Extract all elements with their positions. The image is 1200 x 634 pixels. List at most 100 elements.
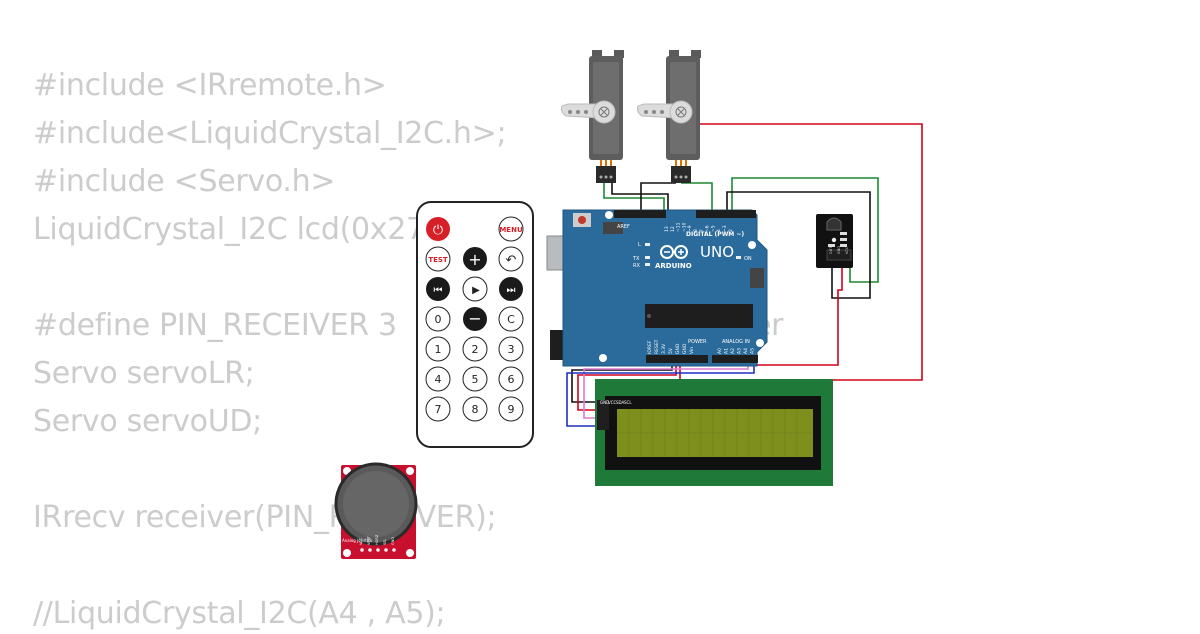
plus-icon: +	[468, 250, 481, 269]
arduino-brand: ARDUINO	[655, 262, 692, 270]
joystick-pin-label: VERT	[367, 535, 371, 545]
lcd-1602-i2c-display[interactable]	[595, 379, 833, 486]
digital-pins-label: DIGITAL (PWM ~)	[686, 231, 744, 238]
digit-8-button[interactable]: 8	[462, 396, 488, 422]
reset-button[interactable]	[578, 216, 586, 224]
l-led-label: L	[638, 242, 641, 248]
menu-button[interactable]: MENU	[498, 216, 524, 242]
digital-pin-label: 13	[664, 226, 670, 232]
code-line: #include <IRremote.h>	[33, 68, 387, 103]
menu-label: MENU	[499, 226, 523, 234]
digital-pin-label: 7	[699, 229, 705, 232]
digit-5-button[interactable]: 5	[462, 366, 488, 392]
digit-1-button[interactable]: 1	[425, 336, 451, 362]
joystick-pin-label: VCC	[359, 537, 363, 545]
test-button[interactable]: TEST	[425, 246, 451, 272]
digital-pin-label: ~11	[676, 222, 682, 232]
code-line: LiquidCrystal_I2C lcd(0x27	[33, 212, 425, 247]
wire-lcd-gnd[interactable]	[571, 362, 673, 403]
digit-6-button[interactable]: 6	[498, 366, 524, 392]
power-pin-label: RESET	[654, 339, 660, 354]
analog-label: ANALOG IN	[722, 339, 750, 345]
power-pin-label: 5V	[668, 347, 674, 354]
header-analog	[712, 355, 758, 363]
digit-3-button[interactable]: 3	[498, 336, 524, 362]
analog-pin-label: A3	[737, 348, 743, 354]
play-icon: ▶	[472, 285, 480, 296]
tx-led-label: TX	[632, 256, 640, 262]
power-button[interactable]: ⏻	[426, 217, 450, 241]
power-pin-label: IOREF	[647, 340, 653, 354]
analog-pin-label: A1	[724, 348, 730, 354]
digital-pin-label: 12	[670, 226, 676, 232]
test-label: TEST	[428, 256, 448, 264]
digit-4-button[interactable]: 4	[425, 366, 451, 392]
joystick-pin-label: SEL	[383, 539, 387, 545]
wire-servo2-gnd[interactable]	[640, 182, 676, 212]
code-line: IRrecv receiver(PIN_RECEIVER);	[33, 500, 497, 535]
digit-6-label: 6	[508, 373, 515, 386]
ir-receiver-module[interactable]	[816, 214, 853, 268]
servo-motor-1[interactable]	[561, 50, 625, 183]
analog-pin-label: A2	[730, 348, 736, 354]
power-label: POWER	[688, 339, 707, 345]
lcd-character-grid	[617, 409, 813, 457]
power-pin-label: 3.3V	[661, 343, 667, 354]
digital-pin-label: ~9	[687, 225, 693, 232]
digit-7-label: 7	[435, 403, 442, 416]
analog-pin-label: A5	[750, 348, 756, 354]
digit-0-button[interactable]: 0	[425, 306, 451, 332]
c-button[interactable]: C	[498, 306, 524, 332]
header-power	[646, 355, 708, 363]
ir-pin-label: OUT	[829, 246, 833, 254]
uno-label: UNO	[700, 243, 734, 261]
next-icon: ⏭	[507, 285, 516, 296]
wire-ir-signal[interactable]	[731, 177, 879, 283]
digit-9-button[interactable]: 9	[498, 396, 524, 422]
lcd-pin-label: SCL	[624, 400, 632, 405]
aref-label: AREF	[617, 224, 630, 230]
digital-pin-label: ~6	[705, 225, 711, 232]
digit-1-label: 1	[435, 343, 442, 356]
c-label: C	[507, 313, 515, 326]
code-line: Servo servoLR;	[33, 356, 255, 391]
lcd-pin-label: GND	[600, 400, 609, 405]
wire-lcd-sda[interactable]	[583, 362, 749, 419]
minus-button[interactable]: −	[463, 307, 487, 331]
joystick-pin-label: GND	[391, 537, 395, 545]
analog-pin-label: A4	[743, 348, 749, 354]
back-button[interactable]: ↶	[498, 246, 524, 272]
digital-pin-label: 4	[716, 229, 722, 232]
digit-2-button[interactable]: 2	[462, 336, 488, 362]
header-digital-right	[696, 210, 756, 218]
lcd-pin-label: SDA	[616, 400, 625, 405]
power-pin-label: GND	[682, 343, 688, 354]
next-button[interactable]: ⏭	[499, 277, 523, 301]
wire-servo1-gnd[interactable]	[611, 183, 669, 212]
digital-pin-label: ~3	[722, 225, 728, 232]
arduino-uno-board[interactable]: AREF DIGITAL (PWM ~) L TX RX UNO ARDUINO…	[546, 209, 768, 367]
minus-icon: −	[468, 309, 481, 328]
ir-pin-label: GND	[837, 246, 841, 254]
digit-4-label: 4	[435, 373, 442, 386]
wire-servo2-signal[interactable]	[681, 182, 713, 212]
plus-button[interactable]: +	[463, 247, 487, 271]
analog-pin-label: A0	[717, 348, 723, 354]
wire-ir-gnd[interactable]	[726, 191, 871, 299]
analog-joystick-module[interactable]	[334, 462, 418, 559]
wire-lcd-scl[interactable]	[566, 362, 755, 427]
power-pin-label: GND	[675, 343, 681, 354]
prev-button[interactable]: ⏮	[426, 277, 450, 301]
play-button[interactable]: ▶	[462, 276, 488, 302]
digital-pin-label: 2	[728, 229, 734, 232]
joystick-label: Analog Joystick	[342, 538, 373, 543]
servo-motor-2[interactable]	[637, 50, 702, 183]
wire-servo1-signal[interactable]	[603, 183, 665, 212]
digit-7-button[interactable]: 7	[425, 396, 451, 422]
digit-8-label: 8	[472, 403, 479, 416]
code-line: #include <Servo.h>	[33, 164, 336, 199]
ir-remote-control[interactable]: ⏻ MENU TEST + ↶ ⏮ ▶ ⏭	[416, 201, 534, 448]
digital-pin-label: ~5	[710, 225, 716, 232]
back-icon: ↶	[506, 253, 517, 268]
